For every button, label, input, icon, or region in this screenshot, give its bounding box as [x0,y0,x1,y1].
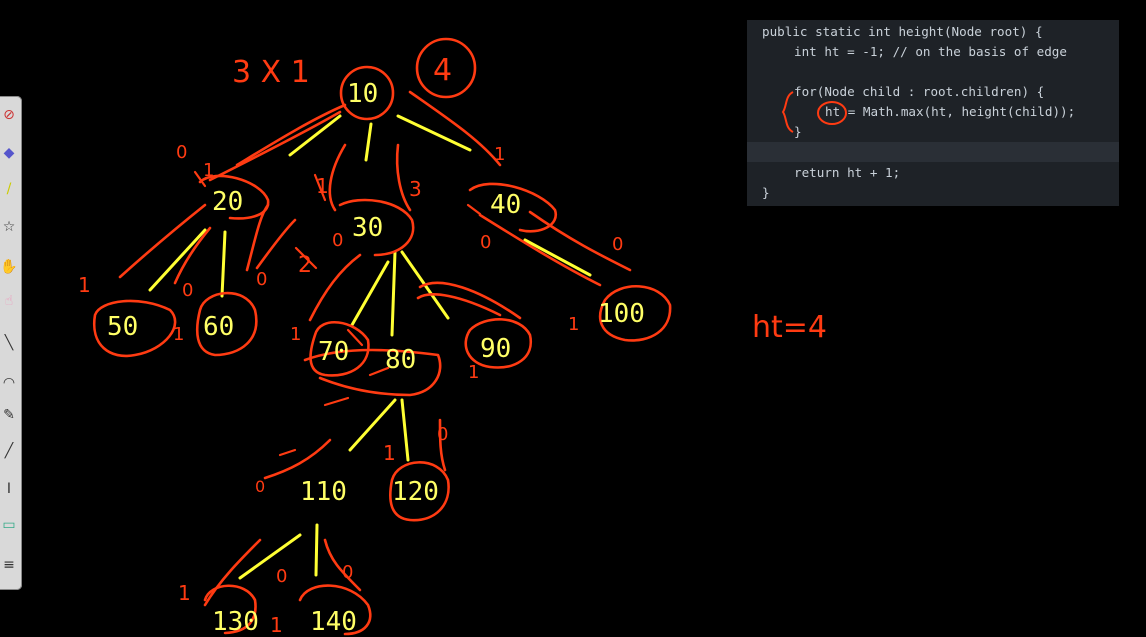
edge-label: 0 [332,230,343,251]
node-label: 140 [310,607,357,637]
edge-label: 0 [342,562,353,583]
code-line-4: ht = Math.max(ht, height(child)); [825,104,1076,119]
code-line-6: return ht + 1; [794,165,901,180]
node-label: 90 [480,334,511,364]
edge-label: 1 [468,362,479,383]
edge-label: 0 [255,477,265,496]
edge-label: 0 [256,269,267,290]
tree-edges [148,114,592,580]
node-label: 50 [107,312,138,342]
edge-label: 1 [568,314,579,335]
marker-icon[interactable]: ╱ [4,443,14,459]
drawing-toolbar: ⊘ ◆ / ☆ ✋ ☝ ╲ ◠ ✎ ╱ I ▭ ≡ [0,96,22,590]
edge-label: 1 [178,581,191,605]
line-icon[interactable]: ╲ [4,335,14,351]
code-annotations [781,91,847,133]
edge-label: 3 [409,177,422,201]
eraser-icon[interactable]: ⊘ [3,107,15,123]
node-label: 10 [347,79,378,109]
edge-label: 1 [383,441,396,465]
node-label: 130 [212,607,259,637]
code-line-7: } [762,185,770,200]
node-label: 20 [212,187,243,217]
edge-label: 1 [290,324,301,345]
node-label: 40 [490,190,521,220]
screen-icon[interactable]: ▭ [2,517,16,533]
code-line-2: int ht = -1; // on the basis of edge [794,44,1067,59]
edge-label: 0 [182,280,193,301]
edge-label: 1 [270,613,283,637]
edge-label: 0 [276,566,287,587]
menu-icon[interactable]: ≡ [3,557,15,573]
code-line-5: } [794,124,802,139]
edge-label: 1 [494,144,505,165]
code-line-1: public static int height(Node root) { [762,24,1043,39]
node-label: 110 [300,477,347,507]
root-height-note: 4 [433,53,452,88]
tree-node-labels: 10 20 30 40 50 60 70 80 90 100 110 120 1… [107,79,645,637]
red-annotations: 3 X 1 4 0 1 1 3 1 2 0 0 0 0 0 1 1 0 0 1 … [78,53,827,637]
code-line-3: for(Node child : root.children) { [794,84,1045,99]
edge-label: 0 [176,142,187,163]
highlighter-icon[interactable]: / [6,181,12,197]
edge-label: 0 [612,234,623,255]
arc-icon[interactable]: ◠ [2,375,16,391]
edge-label: 1 [173,324,184,345]
edge-label: 1 [203,160,214,181]
node-label: 30 [352,213,383,243]
star-icon[interactable]: ☆ [2,219,16,235]
node-label: 70 [318,337,349,367]
root-struck-note: 3 X 1 [232,55,310,90]
edge-label: 0 [437,424,448,445]
edge-label: 2 [298,253,312,278]
node-label: 100 [598,299,645,329]
euler-outline [92,37,672,636]
pointer-icon[interactable]: ☝ [4,293,14,309]
current-line-highlight [747,142,1119,162]
hand-icon[interactable]: ✋ [0,259,18,275]
node-label: 80 [385,345,416,375]
node-label: 60 [203,312,234,342]
edge-label: 1 [316,174,329,198]
node-label: 120 [392,477,439,507]
pen-icon[interactable]: ◆ [3,145,15,161]
edge-label: 1 [78,273,91,297]
result-note: ht=4 [752,310,827,345]
edge-label: 0 [480,232,491,253]
code-panel: public static int height(Node root) { in… [747,20,1119,206]
text-icon[interactable]: I [6,481,12,497]
tick-marks [193,170,482,457]
pencil-icon[interactable]: ✎ [3,407,15,423]
